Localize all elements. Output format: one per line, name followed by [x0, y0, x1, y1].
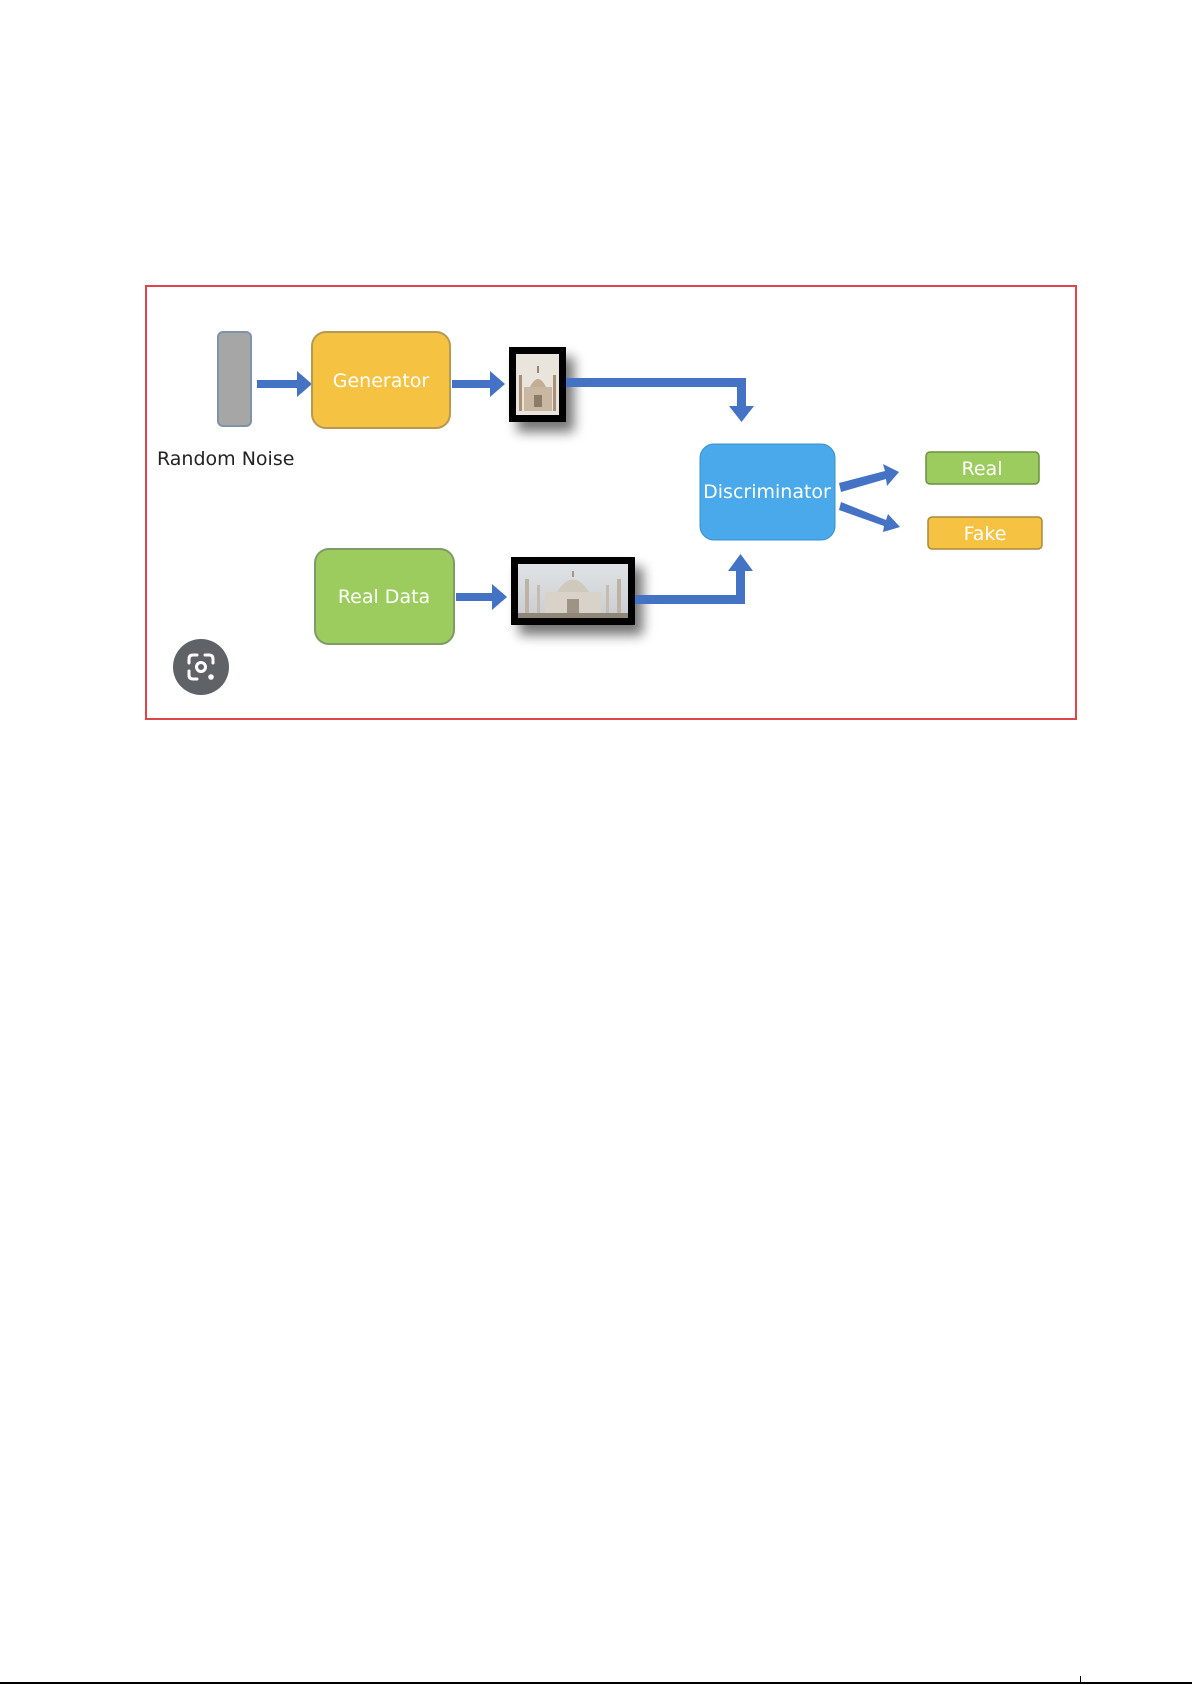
random-noise-label: Random Noise [157, 448, 294, 470]
diagram-frame: Random Noise Generator [145, 285, 1077, 720]
arrow-discriminator-to-real [839, 464, 899, 492]
arrow-image-to-discriminator [566, 378, 754, 422]
arrow-realimage-to-discriminator [635, 554, 753, 604]
random-noise-vector [218, 332, 251, 426]
arrow-noise-to-generator [257, 371, 312, 397]
page-bottom-rule [0, 1682, 1192, 1684]
google-lens-button[interactable] [173, 639, 229, 695]
real-output-label: Real [962, 458, 1003, 480]
generated-image [509, 347, 566, 422]
real-data-label: Real Data [338, 586, 430, 608]
real-image [511, 557, 635, 625]
page-bottom-tick [1080, 1676, 1081, 1682]
discriminator-label: Discriminator [703, 481, 831, 503]
arrow-realdata-to-image [456, 584, 507, 610]
gan-diagram: Random Noise Generator [147, 287, 1075, 718]
generator-label: Generator [333, 370, 430, 392]
fake-output-label: Fake [964, 523, 1007, 545]
arrow-generator-to-image [452, 371, 505, 397]
arrow-discriminator-to-fake [839, 502, 900, 532]
